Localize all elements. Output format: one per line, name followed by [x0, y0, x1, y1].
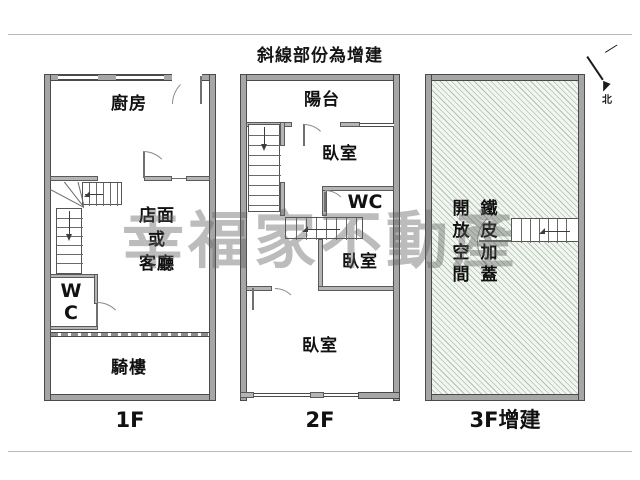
page-title: 斜線部份為增建	[257, 46, 383, 66]
wall-2f-bottom-mid	[310, 392, 324, 398]
floor-label-2f: 2F	[305, 408, 335, 432]
vtext-3f-col1-char2: 放	[452, 221, 470, 241]
window-2f-bottom-a	[254, 393, 310, 397]
floor-label-1f: 1F	[115, 408, 145, 432]
floor-label-3f: 3F增建	[469, 408, 541, 432]
door-gap-1f-kitchen-entry	[172, 74, 202, 81]
wall-1f-wc-top	[50, 274, 98, 278]
vertical-text-3f-open-space: 開 放 空 間	[451, 198, 471, 286]
sheet-frame	[8, 34, 632, 452]
room-label-1f-or: 或	[148, 230, 166, 250]
wall-2f-wc-top	[322, 186, 394, 191]
wall-2f-bottom-right	[358, 392, 400, 399]
window-1f-top-a	[58, 75, 98, 80]
wall-2f-left	[240, 74, 247, 401]
window-2f-balcony	[360, 123, 394, 127]
wall-2f-top	[240, 74, 400, 81]
wall-1f-right	[209, 74, 216, 401]
compass-north-label: 北	[602, 95, 612, 106]
vertical-text-3f-metal-roof: 鐵 皮 加 蓋	[479, 198, 499, 286]
wall-1f-kitchen-divider-gap	[172, 178, 186, 179]
room-label-1f-kitchen: 廚房	[111, 94, 147, 114]
wall-2f-balcony-divider-right	[340, 122, 360, 127]
vtext-3f-col1-char3: 空	[452, 243, 470, 263]
room-label-2f-bedroom-1: 臥室	[322, 144, 358, 164]
room-label-1f-wc: W C	[54, 280, 88, 324]
room-label-1f-store: 店面	[139, 206, 175, 226]
vtext-3f-col2-char3: 加	[480, 243, 498, 263]
wall-1f-wc-bottom	[50, 326, 98, 330]
room-label-1f-arcade: 騎樓	[111, 358, 147, 378]
wall-3f-right	[578, 74, 585, 401]
wall-3f-left	[425, 74, 432, 401]
staircase-1f-lower	[56, 208, 83, 274]
staircase-1f-winder	[50, 182, 84, 208]
divider-1f-arcade	[51, 332, 209, 337]
wall-2f-stair-side-upper	[280, 122, 285, 146]
staircase-3f	[511, 218, 579, 243]
door-leaf-2f-bedroom3	[252, 288, 254, 310]
wall-1f-left	[44, 74, 51, 401]
wall-1f-wc-right-upper	[94, 274, 98, 304]
door-leaf-1f-kitchen-entry	[200, 76, 202, 104]
floor-plan-3f: 開 放 空 間 鐵 皮 加 蓋	[425, 74, 585, 401]
vtext-3f-col2-char1: 鐵	[480, 199, 498, 219]
floor-plan-1f: 廚房	[44, 74, 216, 401]
room-label-2f-bedroom-3: 臥室	[302, 336, 338, 356]
room-label-2f-balcony: 陽台	[304, 90, 340, 110]
wall-2f-bedroom2-left	[318, 239, 323, 289]
door-arc-3f	[477, 208, 511, 276]
wall-2f-corridor-left	[246, 286, 272, 291]
room-label-2f-bedroom-2: 臥室	[342, 252, 378, 272]
staircase-2f-down	[285, 217, 363, 240]
compass-icon: 北	[586, 44, 628, 106]
vtext-3f-col2-char4: 蓋	[480, 265, 498, 285]
vtext-3f-col1-char1: 開	[452, 199, 470, 219]
room-label-1f-wc-w: W	[60, 280, 82, 302]
floor-plan-2f: 陽台 臥室 WC	[240, 74, 400, 401]
wall-2f-stair-side-lower	[280, 182, 285, 216]
room-label-1f-livingroom: 客廳	[139, 254, 175, 274]
wall-2f-bottom-left	[240, 392, 254, 398]
vtext-3f-col1-char4: 間	[452, 265, 470, 285]
wall-2f-right	[393, 74, 400, 401]
wall-1f-kitchen-divider-left	[50, 176, 98, 181]
room-label-2f-wc: WC	[347, 191, 383, 213]
wall-2f-bedroom2-bottom	[318, 286, 394, 291]
room-label-1f-wc-c: C	[64, 302, 78, 324]
wall-3f-top	[425, 74, 585, 81]
window-1f-top-b	[116, 75, 164, 80]
staircase-2f	[248, 124, 281, 212]
wall-1f-kitchen-divider-right	[186, 176, 210, 181]
wall-1f-bottom	[44, 394, 216, 401]
window-2f-bottom-b	[324, 393, 358, 397]
wall-3f-bottom	[425, 394, 585, 401]
vtext-3f-col2-char2: 皮	[480, 221, 498, 241]
staircase-1f-upper	[82, 182, 122, 206]
